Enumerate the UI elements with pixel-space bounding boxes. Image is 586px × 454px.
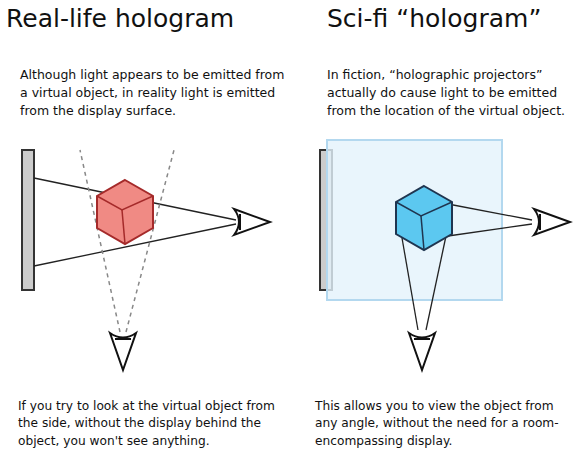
- projection-volume: [327, 140, 502, 300]
- eye: [409, 333, 435, 370]
- eye: [534, 209, 570, 235]
- dashed-sight-line: [126, 150, 174, 332]
- dashed-sight-line: [80, 150, 120, 332]
- description-text: In fiction, “holographic projectors” act…: [327, 66, 579, 120]
- description-text: This allows you to view the object from …: [315, 398, 577, 450]
- column-heading: Sci-fi “hologram”: [327, 4, 582, 34]
- sight-line: [448, 204, 532, 220]
- virtual-cube: [396, 186, 452, 250]
- eye: [234, 209, 270, 235]
- sight-line: [402, 238, 418, 330]
- sight-line: [426, 236, 446, 330]
- eye: [110, 333, 136, 370]
- description-text: Although light appears to be emitted fro…: [20, 66, 290, 120]
- description-text: If you try to look at the virtual object…: [18, 398, 298, 450]
- column-heading: Real-life hologram: [6, 4, 286, 34]
- virtual-cube: [97, 180, 153, 244]
- sight-line: [448, 224, 532, 236]
- display-surface: [22, 150, 34, 290]
